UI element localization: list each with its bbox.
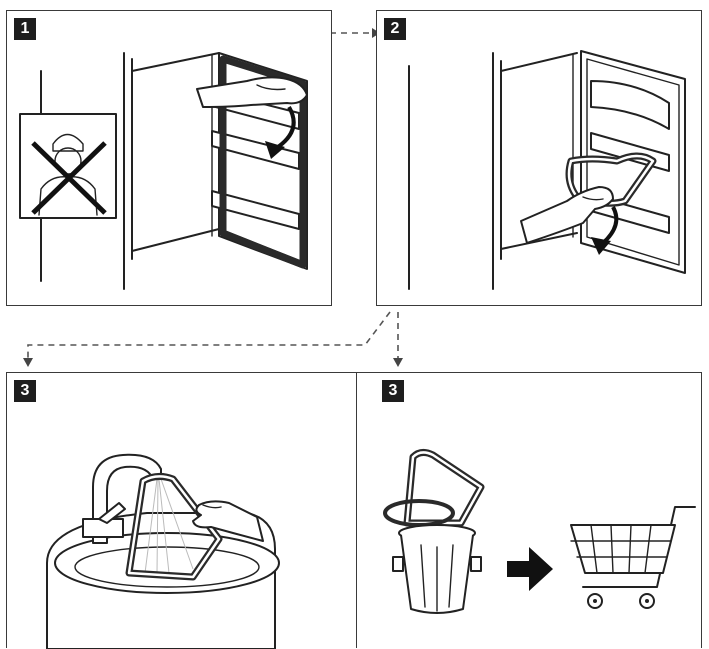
arrow-icon (507, 547, 553, 591)
step-number-badge: 3 (14, 380, 36, 402)
gasket-icon (565, 152, 657, 207)
illustration-pull-gasket (408, 50, 686, 290)
illustration-wash-gasket (46, 453, 280, 649)
faucet-icon (82, 453, 162, 544)
panel-step-1: 1 (6, 10, 332, 306)
panel-step-3-dispose: 3 (356, 372, 702, 648)
connector-2-to-3a (27, 311, 391, 360)
fridge-door (211, 52, 308, 270)
fridge-cabinet (492, 52, 578, 290)
arrow-icon (265, 105, 296, 159)
step-number-badge: 2 (384, 18, 406, 40)
step-number-badge: 3 (382, 380, 404, 402)
hand-icon (192, 500, 264, 542)
hand-icon (520, 186, 614, 244)
gasket-icon (219, 55, 307, 269)
gasket-icon (383, 448, 485, 527)
arrow-icon (591, 206, 619, 255)
illustration-remove-gasket (19, 52, 308, 290)
sink (46, 512, 280, 649)
hand-icon (196, 76, 308, 108)
fridge-door (580, 50, 686, 274)
step-number-badge: 1 (14, 18, 36, 40)
fridge-cabinet (123, 52, 220, 290)
arrow-icon (393, 358, 403, 367)
arrow-icon (23, 358, 33, 367)
panel-step-2: 2 (376, 10, 702, 306)
trash-can-icon (392, 524, 482, 614)
shopping-cart-icon (570, 506, 696, 609)
illustration-dispose-and-buy (383, 448, 696, 614)
panel-step-3-wash: 3 (6, 372, 358, 649)
no-technician-icon (19, 113, 117, 219)
water-stream (144, 478, 194, 574)
